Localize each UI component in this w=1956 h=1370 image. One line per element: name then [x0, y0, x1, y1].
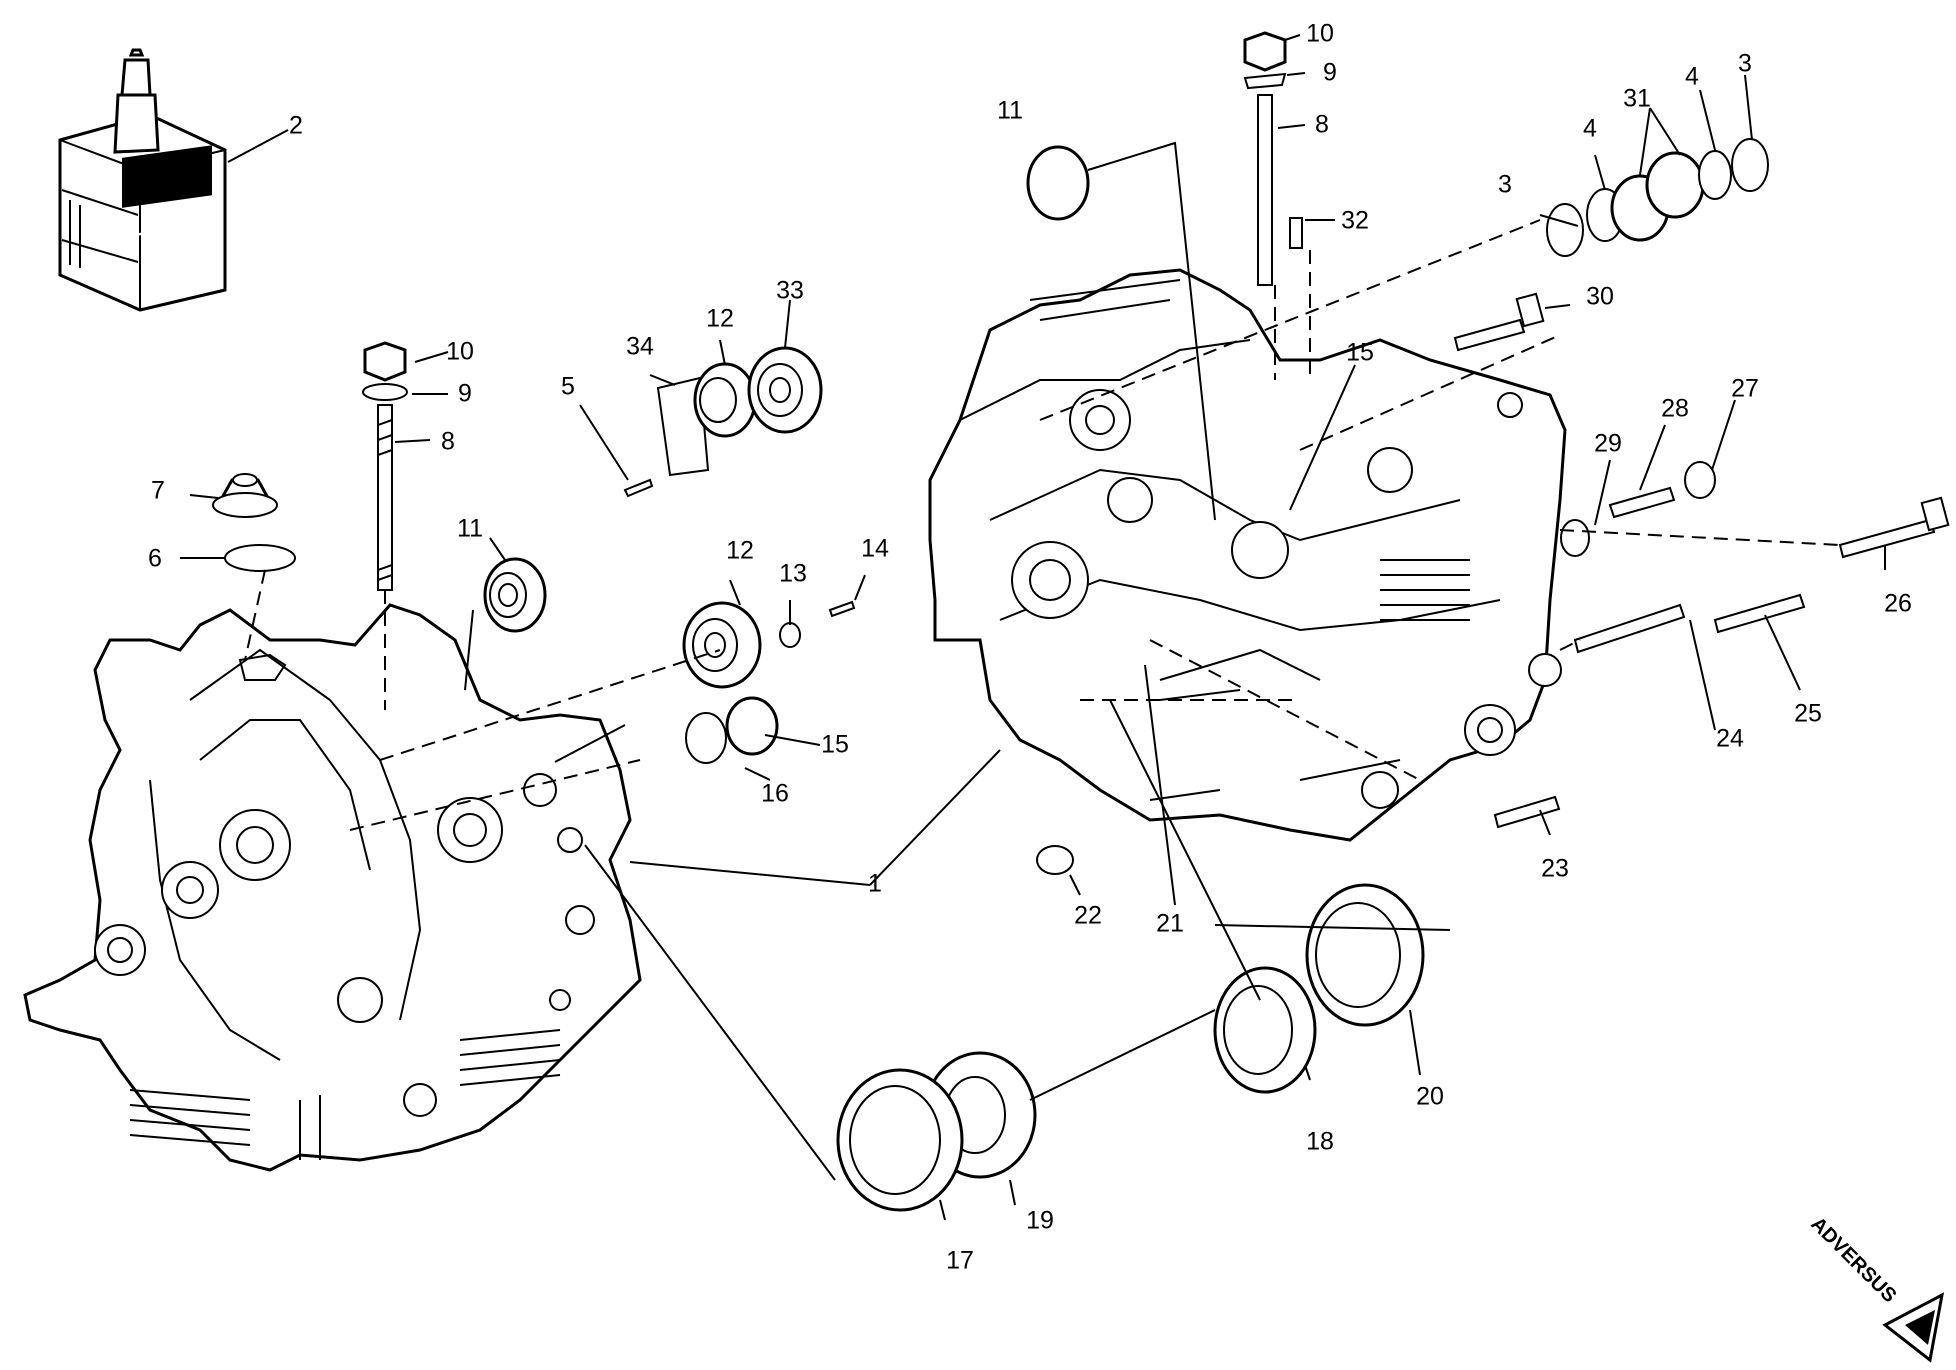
callout-15-left: 15	[821, 731, 849, 759]
callout-19: 19	[1026, 1207, 1054, 1235]
callout-22: 22	[1074, 902, 1102, 930]
adversus-logo-text: ADVERSUS	[1806, 1213, 1900, 1307]
callout-1: 1	[868, 870, 882, 898]
left-bearing-11	[483, 557, 547, 633]
right-bearing-11	[1026, 145, 1090, 221]
callout-28: 28	[1661, 395, 1689, 423]
callout-5: 5	[561, 373, 575, 401]
callout-29: 29	[1594, 430, 1622, 458]
needle-bearing-stack	[1546, 138, 1769, 257]
callout-7: 7	[151, 477, 165, 505]
callout-9-right: 9	[1323, 59, 1337, 87]
plug-spring-assembly	[1560, 461, 1716, 557]
callout-32: 32	[1341, 207, 1369, 235]
callout-8-left: 8	[441, 428, 455, 456]
left-stud-assembly	[362, 341, 408, 591]
callout-2: 2	[289, 112, 303, 140]
left-crankcase-half	[23, 603, 642, 1172]
callout-25: 25	[1794, 700, 1822, 728]
screw-5	[623, 478, 654, 498]
right-stud-assembly	[1243, 31, 1287, 286]
callout-4-left: 4	[1583, 115, 1597, 143]
callout-labels: 2 10 9 8 7 6 11 5 34 12 33 12 13 14 15 1…	[148, 20, 1912, 1275]
callout-11-right: 11	[997, 97, 1023, 125]
callout-11-left: 11	[457, 515, 483, 543]
bolts	[1453, 292, 1950, 829]
callout-18: 18	[1306, 1128, 1334, 1156]
callout-14: 14	[861, 535, 889, 563]
callout-8-right: 8	[1315, 111, 1329, 139]
callout-21: 21	[1156, 910, 1184, 938]
callout-12-upper: 12	[706, 305, 734, 333]
callout-4-right: 4	[1685, 63, 1699, 91]
leader-lines	[180, 34, 1886, 1221]
callout-33: 33	[776, 277, 804, 305]
callout-12-middle: 12	[726, 537, 754, 565]
callout-27: 27	[1731, 375, 1759, 403]
callout-23: 23	[1541, 855, 1569, 883]
callout-16: 16	[761, 780, 789, 808]
callout-9-left: 9	[458, 380, 472, 408]
dowel-22	[1036, 845, 1074, 875]
o-ring	[224, 544, 296, 572]
breather-cap	[212, 473, 278, 518]
adversus-logo: ADVERSUS	[1806, 1213, 1945, 1363]
callout-6: 6	[148, 545, 162, 573]
callout-3-left: 3	[1498, 171, 1512, 199]
callout-34: 34	[626, 333, 654, 361]
main-bearings	[836, 883, 1425, 1212]
callout-17: 17	[946, 1247, 974, 1275]
callout-26: 26	[1884, 590, 1912, 618]
callout-20: 20	[1416, 1083, 1444, 1111]
dowel-32	[1289, 217, 1303, 249]
callout-24: 24	[1716, 725, 1744, 753]
sealant-bottle: LOXEAL	[58, 48, 227, 312]
bearing-group-middle	[682, 600, 856, 764]
callout-10-right: 10	[1306, 20, 1334, 48]
callout-13: 13	[779, 560, 807, 588]
callout-10-left: 10	[446, 338, 474, 366]
right-crankcase-half	[928, 268, 1567, 842]
bearing-group-upper	[656, 346, 823, 477]
callout-15-right: 15	[1346, 339, 1374, 367]
callout-30: 30	[1586, 283, 1614, 311]
callout-3-right: 3	[1738, 50, 1752, 78]
callout-31: 31	[1623, 85, 1651, 113]
